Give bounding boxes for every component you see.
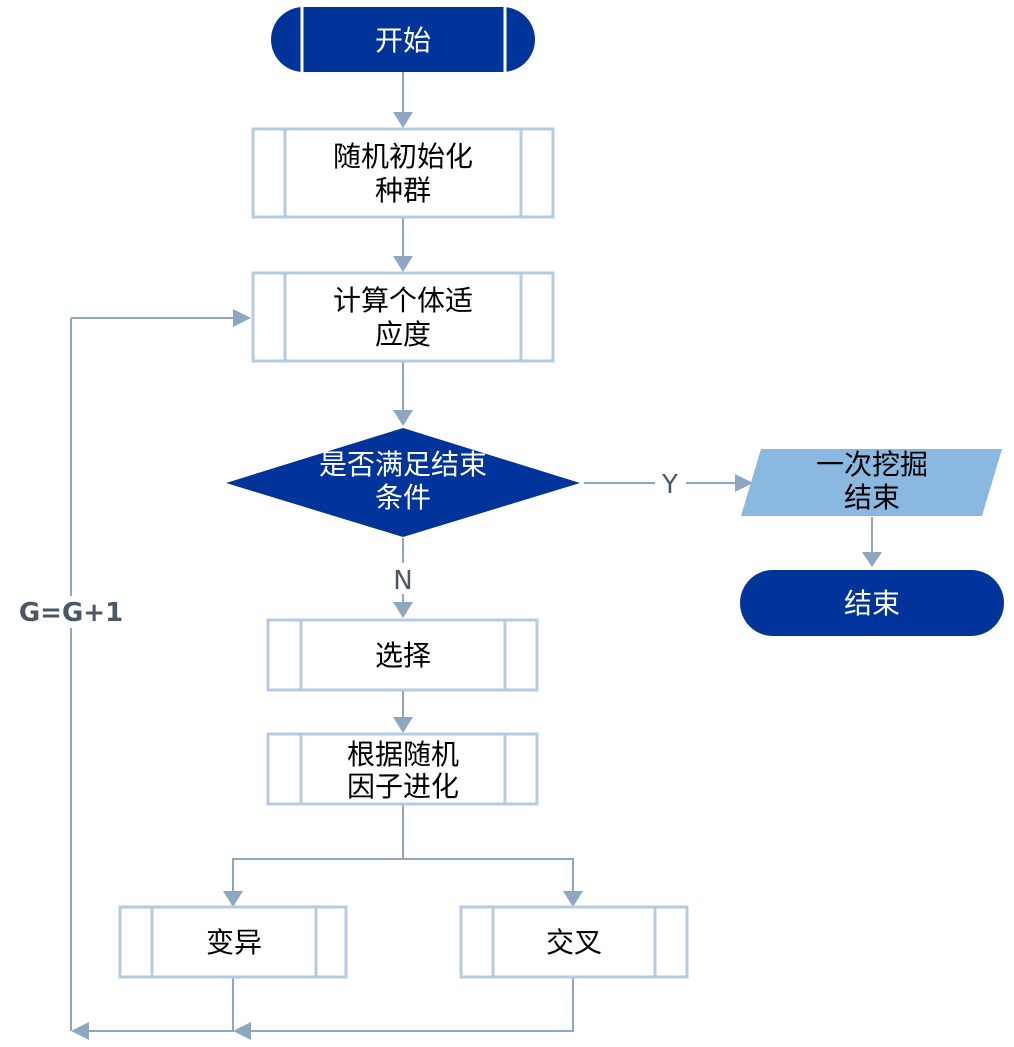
node-crossover-label: 交叉	[546, 926, 602, 959]
node-end-label: 结束	[844, 587, 900, 620]
edge-label-loop: G=G+1	[19, 598, 123, 628]
node-check-termination-line-2: 条件	[375, 481, 431, 514]
arrowhead-icon	[393, 112, 413, 128]
node-selection: 选择	[266, 618, 539, 692]
arrowhead-icon	[862, 552, 882, 567]
arrowhead-icon	[223, 891, 243, 907]
node-start: 开始	[271, 7, 535, 72]
edge-evolve-split	[232, 805, 404, 891]
edge-label-yes: Y	[661, 470, 678, 500]
edge-label-no: N	[393, 566, 412, 596]
node-selection-label: 选择	[375, 639, 431, 672]
arrowhead-icon	[71, 1022, 89, 1040]
node-init-population-line-2: 种群	[375, 174, 431, 207]
node-compute-fitness-line-1: 计算个体适	[333, 284, 473, 317]
node-evolve-by-random-factor: 根据随机 因子进化	[266, 732, 539, 806]
node-mutation: 变异	[118, 905, 348, 979]
node-mining-end-line-2: 结束	[844, 481, 900, 514]
arrowhead-icon	[233, 1022, 251, 1040]
arrowhead-icon	[393, 410, 413, 426]
node-mining-end: 一次挖掘 结束	[741, 448, 1002, 516]
node-compute-fitness-line-2: 应度	[375, 318, 431, 351]
node-init-population: 随机初始化 种群	[251, 127, 555, 219]
arrowhead-icon	[563, 891, 583, 907]
node-mutation-label: 变异	[206, 926, 262, 959]
arrowhead-icon	[393, 717, 413, 733]
node-init-population-line-1: 随机初始化	[333, 140, 473, 173]
node-check-termination-line-1: 是否满足结束	[319, 448, 487, 481]
node-crossover: 交叉	[459, 905, 689, 979]
edge-evolve-to-crossover	[403, 858, 574, 891]
edge-mutation-merge	[89, 977, 234, 1032]
connectors	[70, 72, 882, 1040]
node-end: 结束	[740, 570, 1004, 636]
node-evolve-line-1: 根据随机	[347, 738, 459, 771]
node-mining-end-line-1: 一次挖掘	[816, 448, 928, 481]
arrowhead-icon	[735, 474, 753, 492]
arrowhead-icon	[233, 309, 251, 327]
node-check-termination: 是否满足结束 条件	[226, 428, 580, 537]
edge-crossover-merge	[251, 977, 574, 1032]
arrowhead-icon	[393, 256, 413, 272]
node-compute-fitness: 计算个体适 应度	[251, 271, 555, 363]
node-evolve-line-2: 因子进化	[347, 770, 459, 803]
node-start-label: 开始	[375, 24, 431, 57]
arrowhead-icon	[393, 602, 413, 618]
